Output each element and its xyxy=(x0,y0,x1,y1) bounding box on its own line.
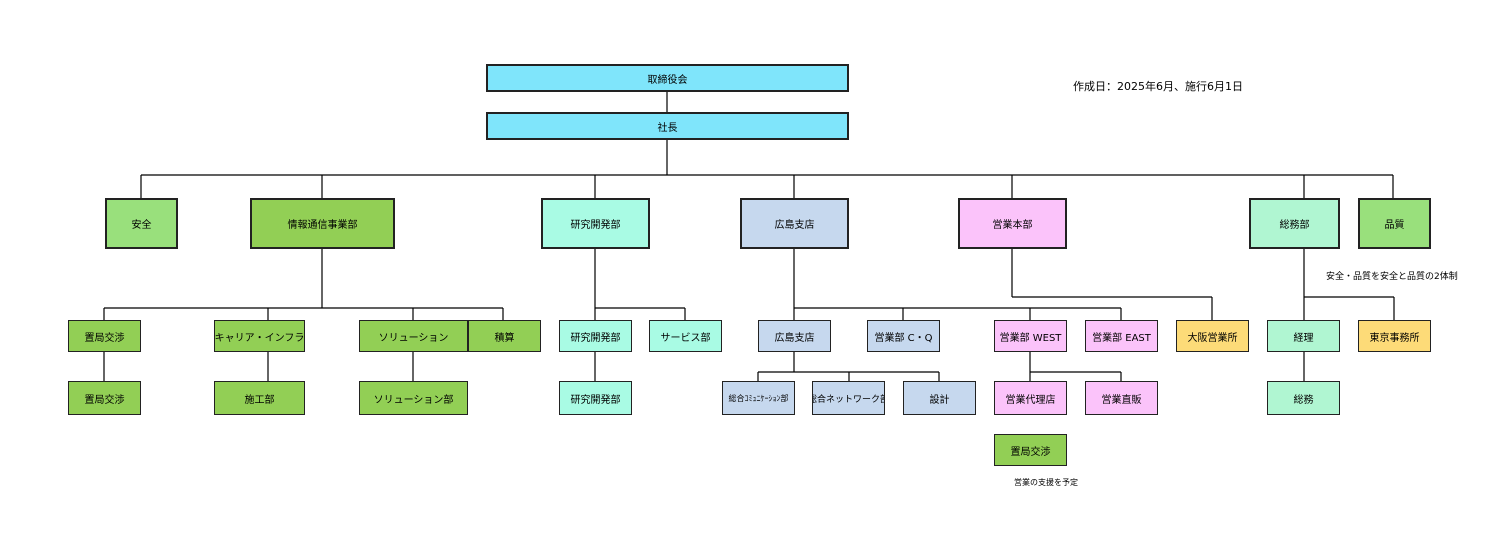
node-service: サービス部 xyxy=(649,320,722,352)
node-carrier-infra: キャリア・インフラ xyxy=(214,320,305,352)
node-station-negotiation-sub: 置局交渉 xyxy=(68,381,141,415)
node-rnd: 研究開発部 xyxy=(541,198,650,249)
node-quality: 品質 xyxy=(1358,198,1431,249)
node-network: 総合ネットワーク部 xyxy=(812,381,885,415)
sales-support-note: 営業の支援を予定 xyxy=(1014,478,1078,487)
node-affairs: 総務 xyxy=(1267,381,1340,415)
quality-note: 安全・品質を安全と品質の2体制 xyxy=(1326,272,1458,282)
node-sales-hq: 営業本部 xyxy=(958,198,1067,249)
node-general-affairs: 総務部 xyxy=(1249,198,1340,249)
node-estimate: 積算 xyxy=(468,320,541,352)
node-station-negotiation: 置局交渉 xyxy=(68,320,141,352)
node-rnd-unit: 研究開発部 xyxy=(559,320,632,352)
node-sales-east: 営業部 EAST xyxy=(1085,320,1158,352)
node-osaka-office: 大阪営業所 xyxy=(1176,320,1249,352)
node-board: 取締役会 xyxy=(486,64,849,92)
node-hiroshima-branch: 広島支店 xyxy=(740,198,849,249)
node-comm: 総合ｺﾐｭﾆｹｰｼｮﾝ部 xyxy=(722,381,795,415)
node-president: 社長 xyxy=(486,112,849,140)
node-construction: 施工部 xyxy=(214,381,305,415)
node-safety: 安全 xyxy=(105,198,178,249)
node-solution: ソリューション xyxy=(359,320,468,352)
node-ict-division: 情報通信事業部 xyxy=(250,198,395,249)
date-note: 作成日：2025年6月、施行6月1日 xyxy=(1073,80,1243,93)
node-sales-west: 営業部 WEST xyxy=(994,320,1067,352)
node-solution-dept: ソリューション部 xyxy=(359,381,468,415)
node-design: 設計 xyxy=(903,381,976,415)
node-tokyo-office: 東京事務所 xyxy=(1358,320,1431,352)
node-station-negotiation-sales: 置局交渉 xyxy=(994,434,1067,466)
node-rnd-sub: 研究開発部 xyxy=(559,381,632,415)
node-sales-cq: 営業部 C・Q xyxy=(867,320,940,352)
node-sales-agency: 営業代理店 xyxy=(994,381,1067,415)
node-hiroshima-unit: 広島支店 xyxy=(758,320,831,352)
node-sales-direct: 営業直販 xyxy=(1085,381,1158,415)
node-accounting: 経理 xyxy=(1267,320,1340,352)
